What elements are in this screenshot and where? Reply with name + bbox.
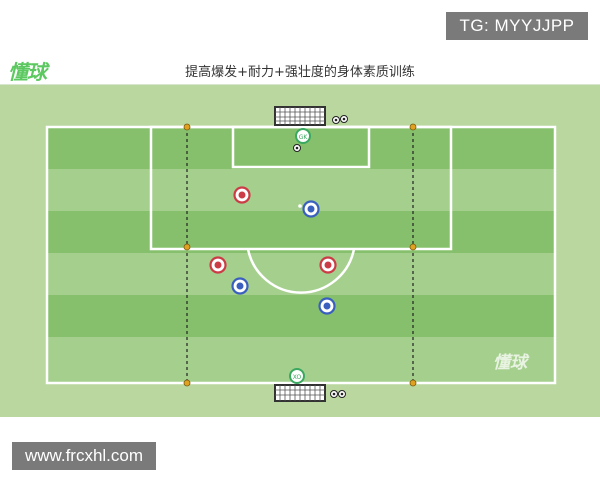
training-field-diagram: GK XO 懂球 xyxy=(0,85,600,417)
pitch-stripes xyxy=(47,127,555,383)
goalkeeper-top: GK xyxy=(295,128,311,144)
cone xyxy=(409,243,417,251)
site-url-watermark: www.frcxhl.com xyxy=(12,442,156,470)
blue-player xyxy=(231,277,249,295)
balls-top xyxy=(332,115,348,124)
gk-label: GK xyxy=(299,134,309,141)
blue-player xyxy=(302,200,320,218)
gk2-label: XO xyxy=(293,374,302,381)
cone xyxy=(409,379,417,387)
ball-gk-top xyxy=(293,144,301,152)
ball-loose xyxy=(298,204,302,208)
goal-top xyxy=(274,106,326,126)
red-player xyxy=(209,256,227,274)
diagram-header xyxy=(0,54,600,85)
tg-watermark: TG: MYYJJPP xyxy=(446,12,588,40)
cones xyxy=(183,123,417,387)
goalkeeper-bottom: XO xyxy=(289,368,305,384)
blue-players xyxy=(231,200,336,315)
cone xyxy=(183,379,191,387)
balls-bottom xyxy=(330,390,346,398)
cone xyxy=(409,123,417,131)
goal-bottom xyxy=(274,384,326,402)
diagram-title: 提高爆发+耐力+强壮度的身体素质训练 xyxy=(185,65,415,80)
goal-area xyxy=(231,125,371,169)
cone xyxy=(183,243,191,251)
red-player xyxy=(319,256,337,274)
cone xyxy=(183,123,191,131)
logo: 懂球 xyxy=(8,60,47,84)
red-player xyxy=(233,186,251,204)
blue-player xyxy=(318,297,336,315)
penalty-arc xyxy=(246,248,356,294)
red-players xyxy=(209,186,337,274)
field-watermark: 懂球 xyxy=(493,353,530,373)
